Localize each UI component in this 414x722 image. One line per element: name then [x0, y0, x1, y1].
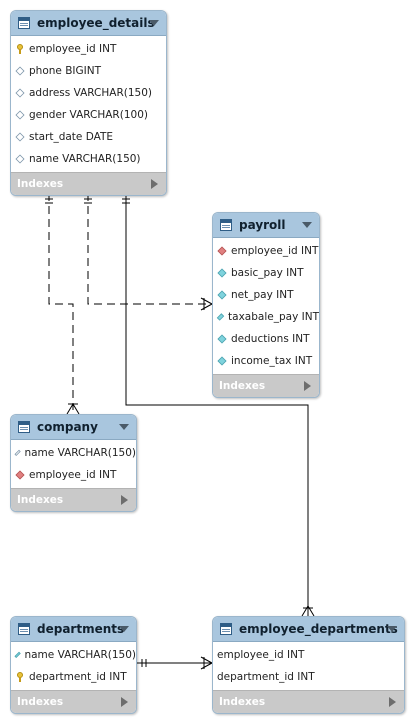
collapse-caret-icon[interactable]	[149, 20, 159, 26]
column-diamond-icon	[15, 154, 25, 164]
column-row[interactable]: basic_pay INT	[213, 262, 319, 284]
column-diamond-icon	[15, 110, 25, 120]
column-label: employee_id INT	[217, 649, 305, 661]
column-row[interactable]: employee_id INT	[11, 464, 136, 486]
collapse-caret-icon[interactable]	[387, 626, 397, 632]
column-row[interactable]: gender VARCHAR(100)	[11, 104, 166, 126]
nonnull-column-icon	[217, 334, 227, 344]
nonnull-column-icon	[217, 290, 227, 300]
column-label: deductions INT	[231, 333, 310, 345]
table-icon	[220, 219, 232, 231]
table-icon	[18, 623, 30, 635]
column-label: net_pay INT	[231, 289, 294, 301]
rel-employee-details-company	[45, 193, 80, 415]
expand-arrow-icon[interactable]	[121, 697, 128, 707]
rel-departments-employee-departments	[136, 656, 213, 670]
table-icon	[220, 623, 232, 635]
column-row[interactable]: taxabale_pay INT	[213, 306, 319, 328]
column-label: employee_id INT	[29, 43, 117, 55]
rel-employee-details-employee-departments	[122, 193, 315, 617]
table-company[interactable]: company name VARCHAR(150) employee_id IN…	[10, 414, 137, 512]
primary-key-icon	[16, 44, 24, 54]
indexes-label: Indexes	[17, 178, 64, 190]
column-row[interactable]: employee_id INT	[213, 644, 404, 666]
column-row[interactable]: department_id INT	[11, 666, 136, 688]
nonnull-column-icon	[14, 651, 21, 659]
collapse-caret-icon[interactable]	[119, 626, 129, 632]
indexes-section[interactable]: Indexes	[11, 488, 136, 511]
indexes-section[interactable]: Indexes	[213, 374, 319, 397]
table-title: payroll	[239, 218, 286, 232]
indexes-section[interactable]: Indexes	[11, 690, 136, 713]
collapse-caret-icon[interactable]	[302, 222, 312, 228]
expand-arrow-icon[interactable]	[121, 495, 128, 505]
table-header[interactable]: departments	[11, 617, 136, 642]
column-label: start_date DATE	[29, 131, 114, 143]
table-employee-details[interactable]: employee_details employee_id INT phone B…	[10, 10, 167, 196]
indexes-section[interactable]: Indexes	[213, 690, 404, 713]
indexes-label: Indexes	[17, 696, 64, 708]
column-row[interactable]: name VARCHAR(150)	[11, 148, 166, 170]
column-label: address VARCHAR(150)	[29, 87, 152, 99]
table-header[interactable]: company	[11, 415, 136, 440]
column-row[interactable]: deductions INT	[213, 328, 319, 350]
table-icon	[18, 421, 30, 433]
table-header[interactable]: employee_departments	[213, 617, 404, 642]
column-diamond-icon	[15, 132, 25, 142]
column-row[interactable]: net_pay INT	[213, 284, 319, 306]
indexes-label: Indexes	[219, 380, 266, 392]
primary-key-icon	[16, 672, 24, 682]
column-diamond-icon	[15, 88, 25, 98]
column-row[interactable]: employee_id INT	[213, 240, 319, 262]
collapse-caret-icon[interactable]	[119, 424, 129, 430]
table-title: employee_details	[37, 16, 155, 30]
expand-arrow-icon[interactable]	[151, 179, 158, 189]
table-header[interactable]: payroll	[213, 213, 319, 238]
column-label: department_id INT	[217, 671, 315, 683]
column-row[interactable]: address VARCHAR(150)	[11, 82, 166, 104]
column-label: gender VARCHAR(100)	[29, 109, 148, 121]
table-title: company	[37, 420, 98, 434]
foreign-key-icon	[217, 246, 227, 256]
column-label: department_id INT	[29, 671, 127, 683]
rel-employee-details-payroll	[84, 193, 213, 311]
column-label: name VARCHAR(150)	[29, 153, 141, 165]
column-row[interactable]: department_id INT	[213, 666, 404, 688]
column-row[interactable]: name VARCHAR(150)	[11, 644, 136, 666]
column-label: phone BIGINT	[29, 65, 101, 77]
column-row[interactable]: income_tax INT	[213, 350, 319, 372]
table-payroll[interactable]: payroll employee_id INT basic_pay INT ne…	[212, 212, 320, 398]
column-label: name VARCHAR(150)	[24, 649, 136, 661]
nonnull-column-icon	[217, 356, 227, 366]
nonnull-column-icon	[216, 313, 225, 321]
column-diamond-icon	[15, 66, 25, 76]
column-label: income_tax INT	[231, 355, 313, 367]
column-diamond-icon	[14, 449, 21, 457]
column-label: employee_id INT	[231, 245, 319, 257]
table-header[interactable]: employee_details	[11, 11, 166, 36]
column-label: basic_pay INT	[231, 267, 304, 279]
expand-arrow-icon[interactable]	[389, 697, 396, 707]
table-departments[interactable]: departments name VARCHAR(150) department…	[10, 616, 137, 714]
nonnull-column-icon	[217, 268, 227, 278]
column-row[interactable]: phone BIGINT	[11, 60, 166, 82]
indexes-label: Indexes	[17, 494, 64, 506]
indexes-section[interactable]: Indexes	[11, 172, 166, 195]
column-label: employee_id INT	[29, 469, 117, 481]
column-label: name VARCHAR(150)	[24, 447, 136, 459]
table-employee-departments[interactable]: employee_departments employee_id INT dep…	[212, 616, 405, 714]
table-title: employee_departments	[239, 622, 398, 636]
indexes-label: Indexes	[219, 696, 266, 708]
column-row[interactable]: employee_id INT	[11, 38, 166, 60]
table-title: departments	[37, 622, 125, 636]
table-icon	[18, 17, 30, 29]
column-row[interactable]: name VARCHAR(150)	[11, 442, 136, 464]
expand-arrow-icon[interactable]	[304, 381, 311, 391]
column-label: taxabale_pay INT	[228, 311, 319, 323]
column-row[interactable]: start_date DATE	[11, 126, 166, 148]
foreign-key-icon	[15, 470, 25, 480]
